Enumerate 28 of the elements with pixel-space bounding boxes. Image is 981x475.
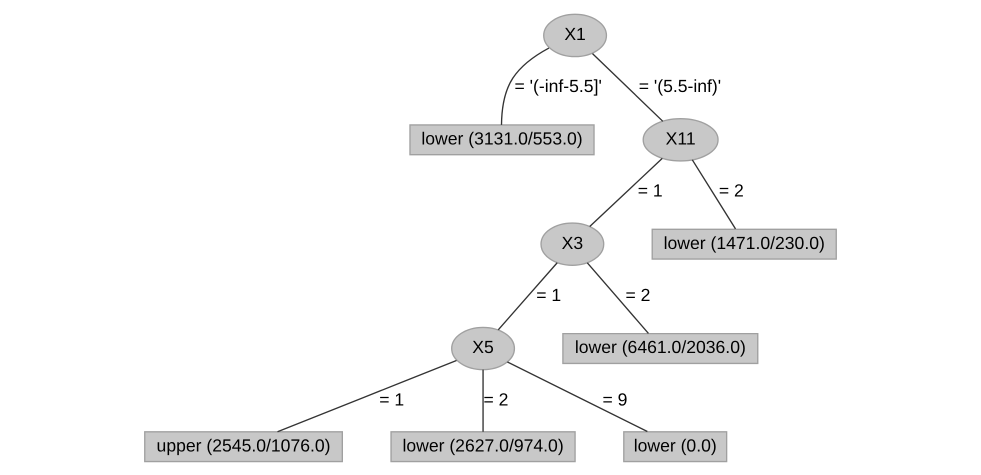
connector [507,360,648,432]
edge-label: = 1 [379,388,404,409]
node-box: lower (2627.0/974.0) [390,430,576,462]
edge-label: = 2 [483,388,508,409]
node-ellipse: X1 [543,13,608,57]
node-box: lower (6461.0/2036.0) [562,332,758,364]
connector [586,262,649,334]
connector [277,359,457,432]
edge-label: = '(5.5-inf)' [638,76,722,96]
edge-label: = 2 [718,180,744,200]
node-box: lower (1471.0/230.0) [652,228,837,260]
node-box: lower (3131.0/553.0) [409,124,595,155]
connector [498,262,558,330]
node-ellipse: X5 [451,326,516,370]
connector [692,158,736,229]
node-box: upper (2545.0/1076.0) [144,430,343,462]
connector [482,369,484,432]
edge-label: = 2 [626,284,650,304]
node-ellipse: X11 [642,118,719,162]
edge-label: = 1 [638,180,663,200]
connector [500,46,550,124]
edge-label: = 9 [602,388,628,409]
connector [592,52,664,122]
node-ellipse: X3 [540,222,604,266]
connector [589,157,663,226]
edge-label: = 1 [536,284,562,304]
edge-label: = '(-inf-5.5]' [514,76,602,96]
node-box: lower (0.0) [623,430,728,462]
